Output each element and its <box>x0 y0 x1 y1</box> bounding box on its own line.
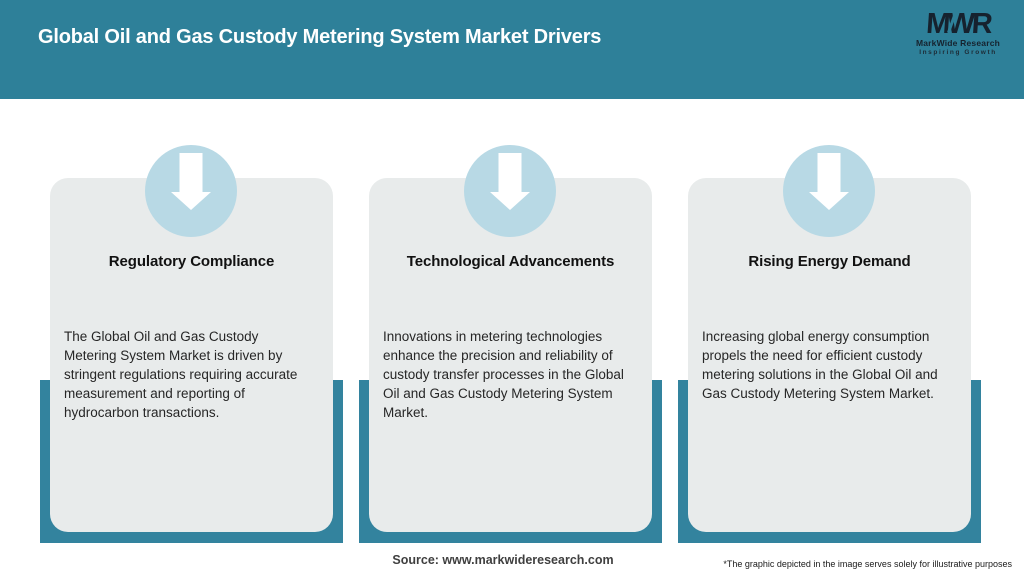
header-bar: Global Oil and Gas Custody Metering Syst… <box>0 0 1024 99</box>
markwide-research-logo: MWR MarkWide Research Inspiring Growth <box>910 8 1006 56</box>
card-panel <box>50 178 333 532</box>
card-description: The Global Oil and Gas Custody Metering … <box>64 329 298 420</box>
card-title: Rising Energy Demand <box>748 253 911 270</box>
driver-card-regulatory-compliance: Regulatory Compliance The Global Oil and… <box>40 0 343 576</box>
arrow-down-icon <box>809 153 849 210</box>
disclaimer-text: *The graphic depicted in the image serve… <box>723 559 1012 569</box>
driver-card-technological-advancements: Technological Advancements Innovations i… <box>359 0 662 576</box>
card-title: Technological Advancements <box>406 253 615 270</box>
logo-company-name: MarkWide Research <box>915 38 1001 48</box>
card-description: Increasing global energy consumption pro… <box>702 329 938 401</box>
card-title: Regulatory Compliance <box>108 253 275 270</box>
card-description: Innovations in metering technologies enh… <box>383 329 624 420</box>
arrow-down-icon <box>490 153 530 210</box>
card-icon-circle <box>783 145 875 237</box>
driver-card-rising-energy-demand: Rising Energy Demand Increasing global e… <box>678 0 981 576</box>
card-icon-circle <box>145 145 237 237</box>
source-text: Source: www.markwideresearch.com <box>392 553 614 567</box>
logo-tagline: Inspiring Growth <box>919 48 997 56</box>
card-icon-circle <box>464 145 556 237</box>
card-panel <box>369 178 652 532</box>
card-panel <box>688 178 971 532</box>
page-title: Global Oil and Gas Custody Metering Syst… <box>38 26 602 48</box>
arrow-down-icon <box>171 153 211 210</box>
